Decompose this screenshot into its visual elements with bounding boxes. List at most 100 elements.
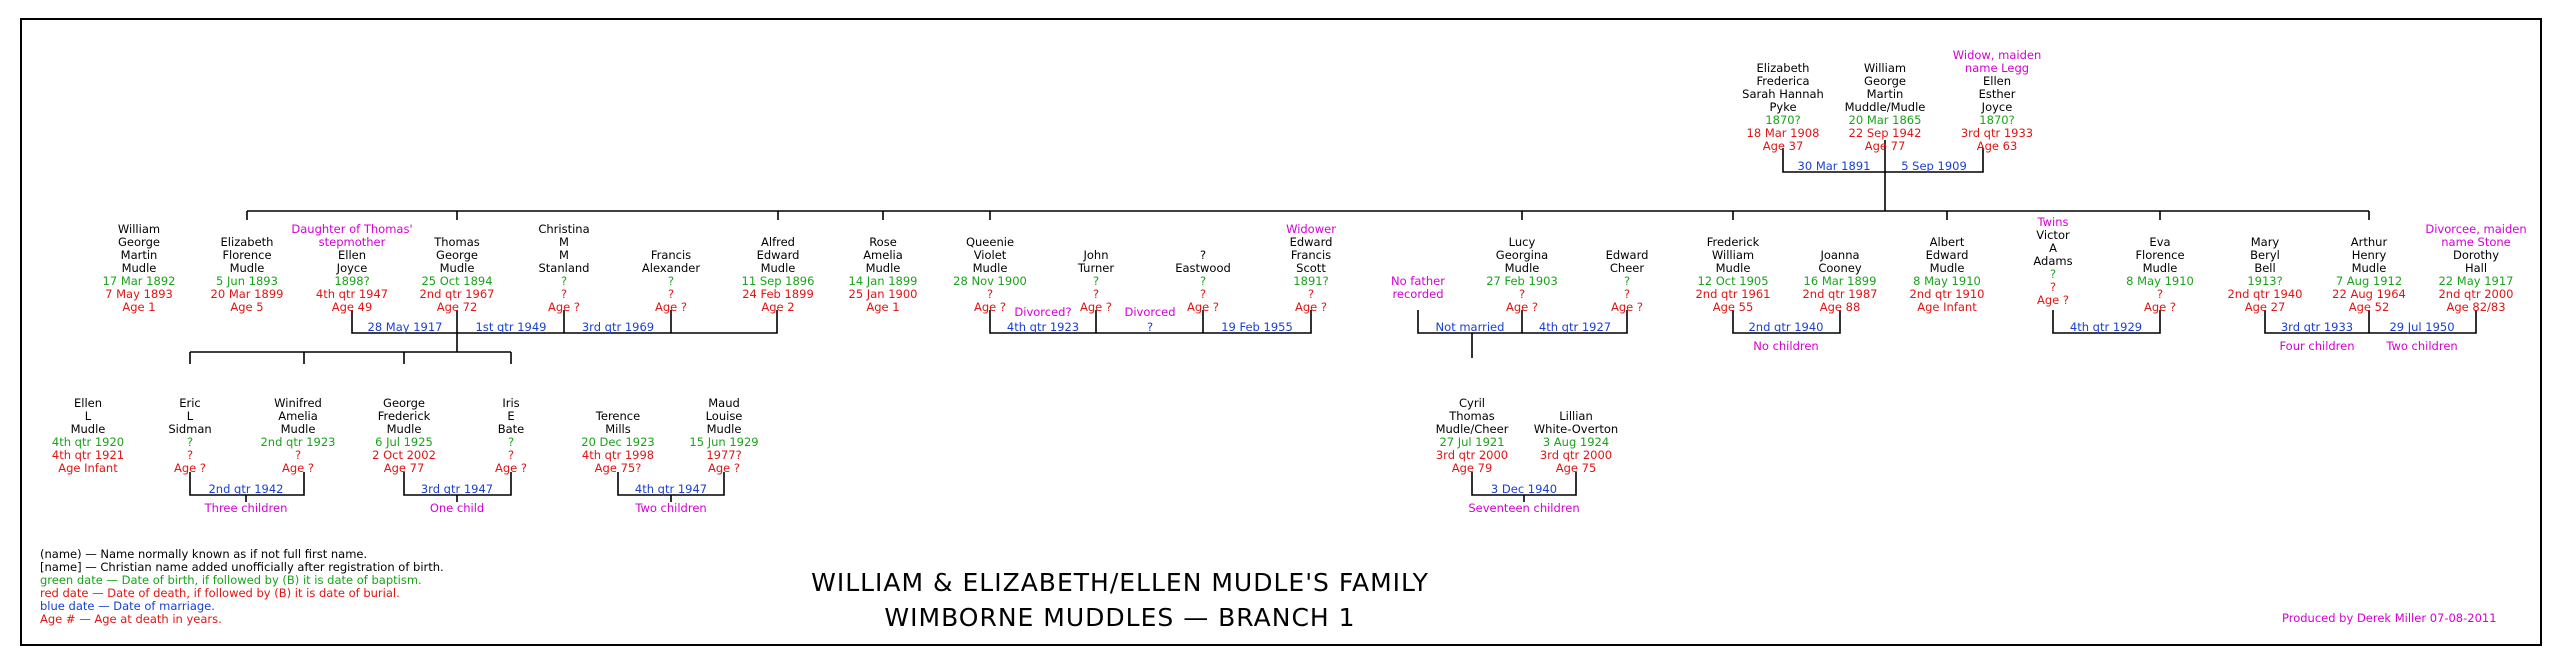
legend-line: Age # — Age at death in years. xyxy=(40,612,222,626)
person-age: Age 82/83 xyxy=(2446,300,2506,314)
person-death-date: ? xyxy=(667,287,675,301)
person-name-line: M xyxy=(559,248,569,262)
person-name-line: Adams xyxy=(2033,254,2073,268)
person-name-line: Mary xyxy=(2250,235,2280,249)
person-name-line: Alfred xyxy=(761,235,795,249)
person-note: stepmother xyxy=(318,235,386,249)
person-death-date: 1977? xyxy=(706,448,742,462)
person-name-line: Joyce xyxy=(1981,100,2013,114)
person-death-date: 22 Aug 1964 xyxy=(2332,287,2406,301)
person-name-line: Francis xyxy=(650,248,692,262)
person-death-date: ? xyxy=(1518,287,1526,301)
person-name-line: Cheer xyxy=(1609,261,1645,275)
person-death-date: 4th qtr 1921 xyxy=(51,448,125,462)
person-age: Age 77 xyxy=(1864,139,1906,153)
person-name-line: Joanna xyxy=(1820,248,1860,262)
person-birth-date: 2nd qtr 1923 xyxy=(260,435,336,449)
person-name-line: Thomas xyxy=(434,235,480,249)
person-name-line: Ellen xyxy=(337,248,367,262)
person-name-line: Stanland xyxy=(538,261,590,275)
person-name-line: L xyxy=(186,409,194,423)
person-name-line: Iris xyxy=(502,396,520,410)
person-death-date: 7 May 1893 xyxy=(105,287,173,301)
marriage-date-thomas-ellen: 28 May 1917 xyxy=(367,320,443,334)
children-note-george-iris: One child xyxy=(429,501,485,515)
no-father-line2: recorded xyxy=(1392,287,1444,301)
title-line-2: WIMBORNE MUDDLES — BRANCH 1 xyxy=(884,603,1356,632)
person-age: Age ? xyxy=(2143,300,2177,314)
person-name-line: Florence xyxy=(222,248,272,262)
person-birth-date: 3 Aug 1924 xyxy=(1542,435,1610,449)
legend-line: red date — Date of death, if followed by… xyxy=(40,586,400,600)
person-name-line: Edward xyxy=(1289,235,1333,249)
person-name-line: Sarah Hannah xyxy=(1742,87,1824,101)
person-birth-date: ? xyxy=(507,435,515,449)
marriage-date-queenie-scott: 19 Feb 1955 xyxy=(1221,320,1293,334)
person-age: Age 79 xyxy=(1451,461,1493,475)
person-name-line: Mudle xyxy=(121,261,157,275)
person-age: Age 2 xyxy=(761,300,795,314)
person-name-line: Bate xyxy=(497,422,525,436)
legend-line: [name] — Christian name added unofficial… xyxy=(40,560,444,574)
no-father-note: No father recorded xyxy=(1391,275,1445,301)
person-name-line: Amelia xyxy=(863,248,903,262)
person-age: Age ? xyxy=(2036,293,2069,307)
children-note-eric-winifred: Three children xyxy=(204,501,288,515)
person-birth-date: 12 Oct 1905 xyxy=(1697,274,1769,288)
marriage-date-terence-maud: 4th qtr 1947 xyxy=(634,482,708,496)
marriage-date-george-iris: 3rd qtr 1947 xyxy=(420,482,494,496)
person-death-date: ? xyxy=(986,287,994,301)
person-name-line: Alexander xyxy=(641,261,701,275)
person-name-line: Florence xyxy=(2135,248,2185,262)
person-name-line: George xyxy=(1864,74,1906,88)
person-death-date: 2 Oct 2002 xyxy=(372,448,436,462)
person-name-line: Rose xyxy=(869,235,897,249)
person-name-line: Edward xyxy=(1925,248,1969,262)
person-death-date: ? xyxy=(1623,287,1631,301)
marriage-date-fred-joanna: 2nd qtr 1940 xyxy=(1748,320,1824,334)
person-name-line: Frederick xyxy=(1706,235,1760,249)
person-birth-date: 20 Mar 1865 xyxy=(1848,113,1922,127)
person-name-line: John xyxy=(1083,248,1109,262)
no-father-line1: No father xyxy=(1391,274,1445,288)
person-name-line: Winifred xyxy=(274,396,322,410)
person-death-date: 24 Feb 1899 xyxy=(742,287,814,301)
person-age: Age ? xyxy=(1610,300,1644,314)
person-name-line: Mudle xyxy=(1504,261,1540,275)
person-birth-date: 8 May 1910 xyxy=(2126,274,2194,288)
person-death-date: 2nd qtr 1961 xyxy=(1695,287,1771,301)
person-birth-date: 20 Dec 1923 xyxy=(581,435,655,449)
legend-line: (name) — Name normally known as if not f… xyxy=(40,547,368,561)
person-name-line: Frederick xyxy=(377,409,431,423)
person-death-date: ? xyxy=(1199,287,1207,301)
person-name-line: Mudle xyxy=(2351,261,2387,275)
person-age: Age 49 xyxy=(331,300,373,314)
person-age: Age 1 xyxy=(122,300,156,314)
person-age: Age ? xyxy=(1186,300,1219,314)
person-name-line: Lucy xyxy=(1508,235,1536,249)
person-name-line: Cyril xyxy=(1459,396,1485,410)
person-age: Age ? xyxy=(1505,300,1539,314)
person-birth-date: ? xyxy=(667,274,675,288)
marriage-date-lucy-nofather: Not married xyxy=(1435,320,1505,334)
person-name-line: Mudle xyxy=(972,261,1008,275)
person-note: Daughter of Thomas' xyxy=(291,222,413,236)
person-birth-date: 27 Jul 1921 xyxy=(1439,435,1505,449)
person-name-line: Mudle xyxy=(706,422,742,436)
person-name-line: Georgina xyxy=(1495,248,1549,262)
person-name-line: Cooney xyxy=(1818,261,1862,275)
person-name-line: Martin xyxy=(1866,87,1904,101)
person-birth-date: 1898? xyxy=(334,274,370,288)
person-birth-date: 15 Jun 1929 xyxy=(689,435,759,449)
